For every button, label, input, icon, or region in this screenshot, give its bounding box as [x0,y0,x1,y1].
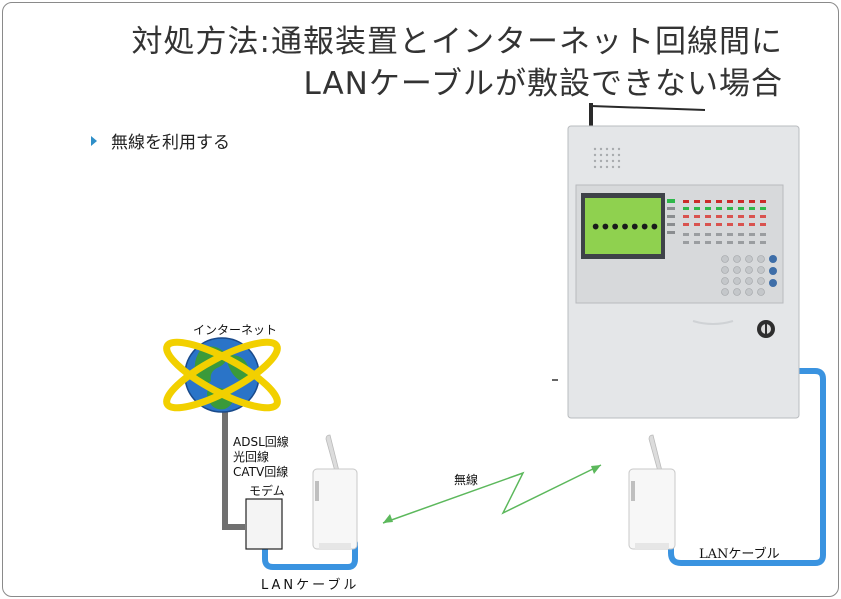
internet-label: インターネット [193,323,278,337]
slide-title: 対処方法:通報装置とインターネット回線間に LANケーブルが敷設できない場合 [3,21,783,105]
key-switch-icon [757,320,775,338]
title-line-2: LANケーブルが敷設できない場合 [303,66,783,102]
device-lcd-display: ••••••• [589,215,661,239]
line-type-catv: CATV回線 [233,465,289,479]
lan-cable-left [262,540,358,570]
line-types-label: ADSL回線 光回線 CATV回線 [233,435,289,480]
title-line-1: 対処方法:通報装置とインターネット回線間に [131,24,783,60]
line-type-fiber: 光回線 [233,450,270,464]
modem-label: モデム [249,484,285,498]
network-diagram [163,103,826,570]
lan-cable-label-left: LANケーブル [261,578,360,593]
bullet-marker-icon [91,135,97,146]
line-type-adsl: ADSL回線 [233,435,289,449]
wireless-label: 無線 [454,473,479,487]
keypad [721,255,765,296]
wireless-arrow-icon [382,464,602,524]
modem-icon [245,498,283,550]
router-icon-right [628,434,676,550]
bullet-item: 無線を利用する [91,128,230,153]
bullet-text: 無線を利用する [111,133,230,153]
router-icon-left [312,434,358,550]
lan-cable-right [668,368,826,566]
led-grid [683,200,766,244]
phone-line [222,411,245,530]
globe-icon [163,337,281,413]
alarm-panel-icon [552,103,800,419]
lan-cable-label-right: LANケーブル [699,547,780,562]
